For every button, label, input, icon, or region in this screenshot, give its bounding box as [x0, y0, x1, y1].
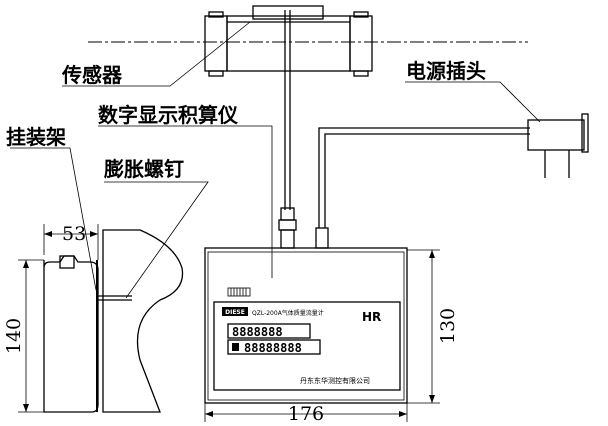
lcd-lower-value: 88888888 [244, 341, 302, 355]
dim-box-height-value: 130 [437, 308, 459, 344]
vent-slots [227, 287, 251, 297]
dim-bracket-height: 140 [3, 259, 44, 413]
dim-box-height: 130 [407, 249, 459, 404]
brand-logo-text: DIESE [225, 309, 245, 316]
dim-bracket-depth: 53 [43, 223, 99, 260]
sensor-flange-right [349, 11, 373, 77]
dim-box-width: 176 [204, 403, 408, 425]
dim-box-width-value: 176 [288, 403, 324, 425]
front-panel [213, 301, 401, 391]
dim-bracket-depth-value: 53 [62, 223, 86, 245]
wall-bracket [43, 255, 99, 413]
bracket-hook [59, 255, 75, 269]
manufacturer-text: 丹东东华测控有限公司 [300, 376, 370, 385]
dim-bracket-height-value: 140 [3, 318, 25, 354]
brand-logo [222, 307, 248, 316]
label-power-plug: 电源插头 [406, 59, 486, 83]
sensor-stem [278, 10, 297, 249]
lcd-lower-frame [227, 339, 321, 355]
sensor-body [226, 5, 351, 72]
lcd-upper-frame [227, 323, 311, 339]
lcd-upper-value: 8888888 [232, 325, 283, 339]
label-bracket: 挂装架 [6, 125, 66, 149]
vendor-mark: HR [362, 310, 381, 324]
power-plug [527, 113, 589, 178]
lcd-lower-indicator [232, 343, 239, 351]
integrator-box: DIESE QZL-200A气体质量流量计 HR 8888888 8888888… [204, 247, 408, 404]
label-sensor: 传感器 [61, 63, 123, 87]
power-cable [315, 127, 530, 249]
leader-lines [10, 21, 541, 299]
label-integrator: 数字显示积算仪 [98, 103, 239, 127]
expansion-screw [96, 295, 132, 301]
wall-section [102, 229, 184, 413]
model-text: QZL-200A气体质量流量计 [252, 309, 324, 317]
label-expansion-screw: 膨胀螺钉 [103, 157, 184, 181]
sensor-flange-left [204, 11, 228, 77]
